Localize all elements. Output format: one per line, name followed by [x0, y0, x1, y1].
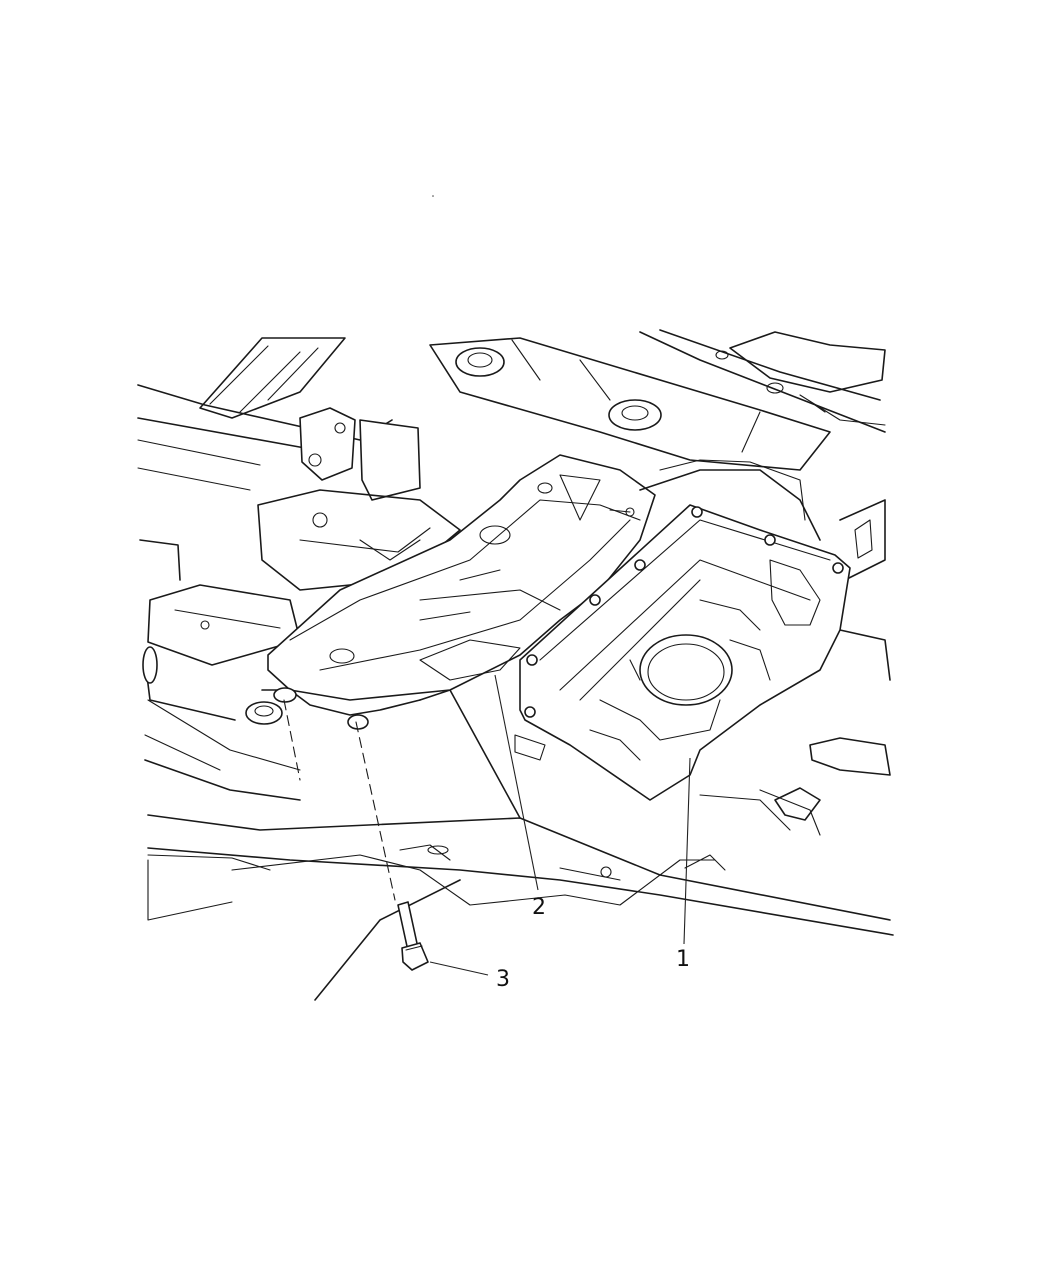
crossmember-bracket-part — [245, 454, 656, 730]
skid-plate-part — [514, 459, 851, 801]
callout-3-label: 3 — [496, 967, 510, 992]
callout-1-label: 1 — [676, 947, 690, 972]
callout-leaders — [429, 674, 691, 976]
underbody-structure — [137, 329, 894, 1001]
callout-2-label: 2 — [532, 895, 546, 920]
leader-line-2 — [494, 674, 539, 891]
leader-line-1 — [683, 757, 691, 945]
leader-line-3 — [429, 961, 489, 976]
stray-dot — [432, 195, 434, 197]
bolt-part — [283, 699, 429, 971]
